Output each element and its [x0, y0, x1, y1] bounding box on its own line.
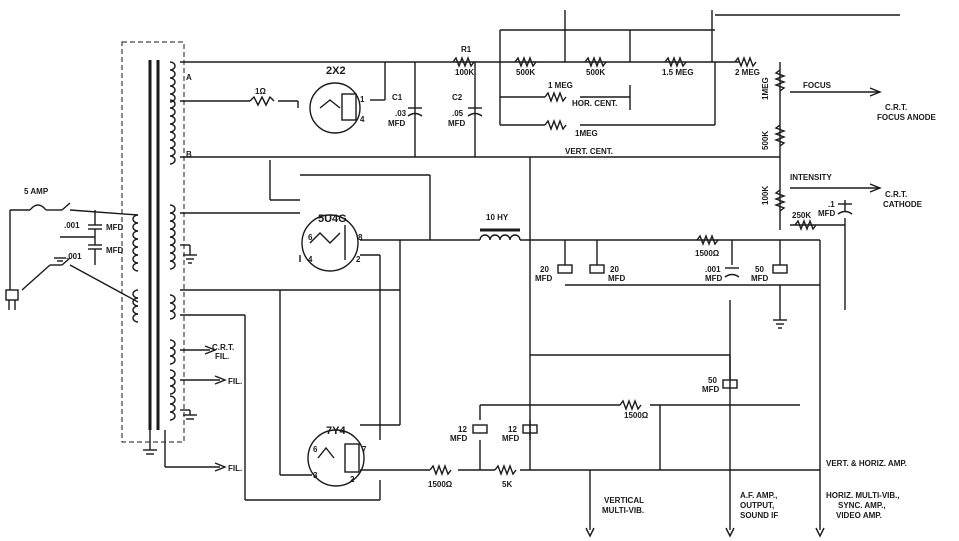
- crt-cathode-line2: CATHODE: [883, 200, 923, 209]
- pin-6-label: 6: [308, 233, 313, 242]
- cap-20a-unit: MFD: [535, 274, 553, 283]
- cap-12b-value: 12: [508, 425, 517, 434]
- out-af-line2: OUTPUT,: [740, 501, 774, 510]
- pin-8-label: 8: [358, 233, 363, 242]
- r-1meg-hor-label: 1 MEG: [548, 81, 573, 90]
- r-1-5meg-label: 1.5 MEG: [662, 68, 694, 77]
- pin-2-label: 2: [356, 255, 361, 264]
- pin-6b-label: 6: [313, 445, 318, 454]
- r-2meg-label: 2 MEG: [735, 68, 760, 77]
- out-horiz-line3: VIDEO AMP.: [836, 511, 882, 520]
- pin-7-label: 7: [362, 445, 367, 454]
- line-input: [5, 202, 139, 310]
- cap-12b-unit: MFD: [502, 434, 520, 443]
- c2-label: C2: [452, 93, 463, 102]
- pin-3-label: 3: [313, 471, 318, 480]
- fil-2-label: FIL.: [228, 464, 242, 473]
- line-cap1-unit: MFD: [106, 223, 124, 232]
- hor-cent-label: HOR. CENT.: [572, 99, 617, 108]
- r-1meg-vert-label: 1MEG: [575, 129, 598, 138]
- tube-5u4g: [301, 214, 359, 272]
- cap-20b-unit: MFD: [608, 274, 626, 283]
- tube-2x2: [309, 82, 361, 134]
- cap-50b-unit: MFD: [702, 385, 720, 394]
- cap-12a-value: 12: [458, 425, 467, 434]
- arrows: [204, 87, 882, 538]
- pot-100k-label: 100K: [761, 186, 770, 205]
- power-transformer: [121, 41, 185, 443]
- out-vh-amp-label: VERT. & HORIZ. AMP.: [826, 459, 907, 468]
- pin-4b-label: 4: [308, 255, 313, 264]
- c1-label: C1: [392, 93, 403, 102]
- cap-1-unit: MFD: [818, 209, 836, 218]
- pin-1-label: 1: [360, 95, 365, 104]
- choke-label: 10 HY: [486, 213, 509, 222]
- cap-20b-value: 20: [610, 265, 619, 274]
- c2-unit: MFD: [448, 119, 466, 128]
- focus-label: FOCUS: [803, 81, 832, 90]
- crt-fil-line1: C.R.T.: [212, 343, 234, 352]
- crt-fil-line2: FIL.: [215, 352, 229, 361]
- line-cap2-unit: MFD: [106, 246, 124, 255]
- resistors: [429, 56, 817, 476]
- cap-50a-value: 50: [755, 265, 764, 274]
- r1-value: 100K: [455, 68, 474, 77]
- out-af-line3: SOUND IF: [740, 511, 778, 520]
- out-vertical-line2: MULTI-VIB.: [602, 506, 644, 515]
- r-1500-b-label: 1500Ω: [624, 411, 649, 420]
- fuse-label: 5 AMP: [24, 187, 49, 196]
- r-1500-a-label: 1500Ω: [695, 249, 720, 258]
- pin-2b-label: 2: [350, 475, 355, 484]
- r-500k-c-label: 500K: [761, 131, 770, 150]
- tube-7y4: [307, 429, 365, 487]
- out-af-line1: A.F. AMP.,: [740, 491, 777, 500]
- cap-50a-unit: MFD: [751, 274, 769, 283]
- winding-a-label: A: [186, 73, 192, 82]
- crt-focus-line1: C.R.T.: [885, 103, 907, 112]
- out-horiz-line2: SYNC. AMP.,: [838, 501, 886, 510]
- c1-value: .03: [395, 109, 407, 118]
- line-cap1-label: .001: [64, 221, 80, 230]
- cap-12a-unit: MFD: [450, 434, 468, 443]
- pot-1meg-label: 1MEG: [761, 77, 770, 100]
- fil-1-label: FIL.: [228, 377, 242, 386]
- capacitors: [407, 107, 853, 434]
- r-250k-label: 250K: [792, 211, 811, 220]
- r-1500-c-label: 1500Ω: [428, 480, 453, 489]
- cap-20a-value: 20: [540, 265, 549, 274]
- out-horiz-line1: HORIZ. MULTI-VIB.,: [826, 491, 900, 500]
- crt-focus-line2: FOCUS ANODE: [877, 113, 936, 122]
- winding-b-label: B: [186, 150, 192, 159]
- c2-value: .05: [452, 109, 464, 118]
- choke-10hy: [479, 228, 521, 241]
- tube-7y4-label: 7Y4: [326, 425, 346, 437]
- vert-cent-label: VERT. CENT.: [565, 147, 613, 156]
- wiring: [149, 10, 900, 530]
- pin-4-label: 4: [360, 115, 365, 124]
- r-500k-a-label: 500K: [516, 68, 535, 77]
- tube-5u4g-label: 5U4G: [318, 213, 347, 225]
- intensity-label: INTENSITY: [790, 173, 832, 182]
- r1-label: R1: [461, 45, 472, 54]
- r-500k-b-label: 500K: [586, 68, 605, 77]
- c1-unit: MFD: [388, 119, 406, 128]
- tube-2x2-label: 2X2: [326, 65, 346, 77]
- r-1ohm-label: 1Ω: [255, 87, 266, 96]
- cap-001-unit: MFD: [705, 274, 723, 283]
- cap-50b-value: 50: [708, 376, 717, 385]
- crt-cathode-line1: C.R.T.: [885, 190, 907, 199]
- cap-001-value: .001: [705, 265, 721, 274]
- out-vertical-line1: VERTICAL: [604, 496, 644, 505]
- ground-symbols: [143, 254, 787, 455]
- r-5k-label: 5K: [502, 480, 512, 489]
- line-cap2-label: .001: [66, 252, 82, 261]
- cap-1-value: .1: [828, 200, 835, 209]
